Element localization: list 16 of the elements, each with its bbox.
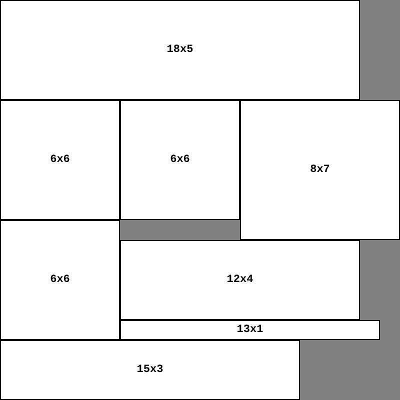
packed-rectangle (0, 220, 120, 340)
size-label: 6x6 (50, 274, 70, 286)
packed-rectangle (0, 100, 120, 220)
packed-rectangle (240, 100, 400, 240)
size-label: 12x4 (226, 274, 254, 286)
packed-rectangle (0, 0, 360, 100)
size-label: 18x5 (166, 44, 194, 56)
size-label: 6x6 (50, 154, 70, 166)
packed-rectangle (120, 320, 380, 340)
size-label: 13x1 (236, 324, 264, 336)
size-label: 8x7 (310, 164, 330, 176)
packed-rectangle (0, 340, 300, 400)
size-label: 15x3 (136, 364, 164, 376)
packed-rectangle (120, 240, 360, 320)
packed-rectangle (120, 100, 240, 220)
size-label: 6x6 (170, 154, 190, 166)
